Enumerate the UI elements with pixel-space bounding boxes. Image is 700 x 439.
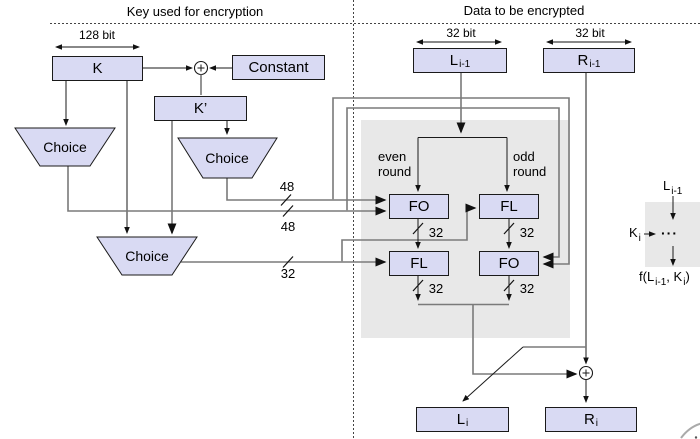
legend-f-label: f(Li-1, Ki): [639, 269, 690, 288]
legend-k-subscript: i: [638, 233, 641, 244]
wire-cross-to-l-out: [462, 346, 524, 402]
choice-mid-label: Choice: [205, 149, 249, 166]
k-bit-width-label: 128 bit: [78, 28, 116, 42]
constant-box: Constant: [232, 55, 325, 80]
legend-f-subscript2: i: [683, 277, 686, 288]
tick-48-a: [280, 194, 292, 206]
legend-k-label: Ki: [629, 225, 641, 244]
choice-bottom-label: Choice: [125, 247, 169, 264]
kprime-label: K’: [193, 100, 208, 117]
bus-48-feedback-inner-to-fo-odd: [346, 107, 560, 262]
kprime-register-box: K’: [154, 96, 247, 121]
round-function-panel: [361, 120, 570, 338]
choice-bottom-shape: [96, 236, 198, 276]
even-round-label: even round: [378, 149, 412, 179]
legend-l-subscript: i-1: [671, 186, 683, 197]
bus-32-label-key: 32: [280, 266, 296, 281]
wire-round-output-to-xor: [472, 304, 578, 379]
data-section-heading: Data to be encrypted: [463, 3, 585, 18]
fl-odd-label: FL: [500, 198, 518, 215]
r-bit-width-label: 32 bit: [575, 26, 605, 40]
data-path-wires: [415, 72, 594, 403]
l-output-subscript: i: [466, 417, 469, 429]
legend-l-main: L: [663, 178, 671, 193]
bus-32-label-fl-top: 32: [519, 225, 535, 240]
bus-48-label-b: 48: [280, 219, 296, 234]
legend-wires: [644, 196, 676, 266]
l-output-label: L: [456, 411, 466, 428]
bus-48-feedback-outer-to-fo-odd: [332, 97, 570, 269]
bus-48-ki-to-fo-even: [67, 166, 387, 216]
key-register-label: K: [92, 60, 103, 77]
fl-even-label: FL: [410, 255, 428, 272]
l-input-label: L: [449, 52, 459, 69]
tick-48-b: [282, 205, 294, 217]
choice-top-shape: [14, 127, 116, 167]
tick-32-key: [282, 256, 294, 268]
r-input-subscript: i-1: [589, 58, 601, 70]
r-output-label: R: [583, 411, 595, 428]
legend-f-subscript1: i-1: [655, 277, 667, 288]
choice-mid-shape: [177, 137, 278, 179]
constant-label: Constant: [248, 59, 309, 76]
legend-l-label: Li-1: [663, 178, 683, 197]
bus-32-label-fo-top: 32: [428, 225, 444, 240]
odd-round-label: odd round: [513, 149, 547, 179]
corner-arc-speck: [694, 436, 698, 439]
bus-32-kl-branch-to-fl-odd: [341, 203, 477, 262]
r-input-label: R: [577, 52, 589, 69]
choice-top-label: Choice: [43, 138, 87, 155]
fo-odd-label: FO: [498, 255, 520, 272]
l-bit-width-label: 32 bit: [446, 26, 476, 40]
legend-f-suffix: ): [685, 269, 690, 284]
bus-32-label-fl-bottom: 32: [428, 281, 444, 296]
fo-odd-box: FO: [479, 251, 539, 276]
legend-k-main: K: [629, 225, 638, 240]
fo-even-box: FO: [389, 194, 449, 219]
key-register-box: K: [52, 56, 143, 81]
bus-32-label-fo-bottom: 32: [519, 281, 535, 296]
bus-48-ko-to-fo-even: [226, 178, 387, 205]
legend-dots: ···: [661, 225, 678, 241]
fl-even-box: FL: [389, 251, 449, 276]
bus-48-label-a: 48: [279, 179, 295, 194]
key-schedule-wires: [63, 60, 570, 269]
legend-f-mid: , K: [666, 269, 683, 284]
corner-arc-decoration: [680, 422, 700, 439]
l-input-subscript: i-1: [459, 58, 471, 70]
key-section-heading: Key used for encryption: [126, 4, 264, 19]
legend-f-prefix: f(L: [639, 269, 655, 284]
fo-even-label: FO: [408, 198, 430, 215]
fl-odd-box: FL: [479, 194, 539, 219]
r-output-subscript: i: [595, 417, 599, 429]
